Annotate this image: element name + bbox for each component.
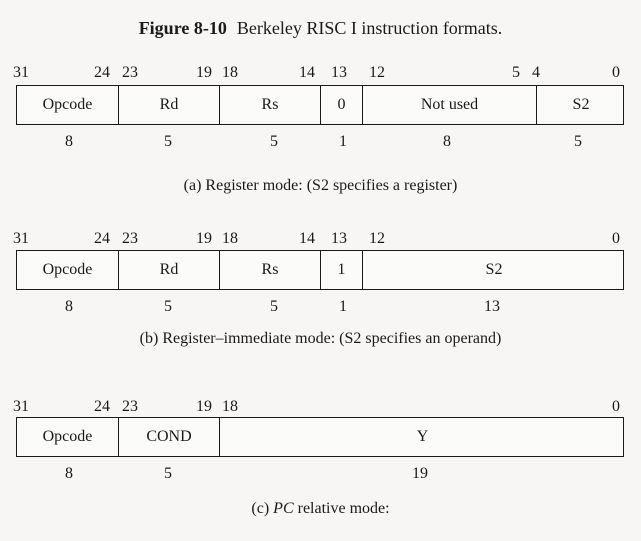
bit-label: 13: [331, 64, 347, 81]
field-width: 5: [270, 298, 278, 315]
caption-a: (a) Register mode: (S2 specifies a regis…: [183, 177, 458, 194]
field-opcode: Opcode: [42, 428, 93, 445]
bit-label: 31: [13, 64, 29, 81]
bit-label: 24: [94, 230, 110, 247]
field-s2: S2: [362, 251, 625, 289]
field-width: 8: [65, 465, 73, 482]
field-width: 5: [574, 133, 582, 150]
field-opcode: Opcode: [42, 261, 93, 278]
bit-label: 13: [331, 230, 347, 247]
field-width: 8: [443, 133, 451, 150]
bit-label: 23: [122, 64, 138, 81]
bit-label: 18: [222, 64, 238, 81]
caption-b: (b) Register–immediate mode: (S2 specifi…: [139, 330, 502, 347]
field-width: 19: [412, 465, 428, 482]
field-flag: 1: [320, 251, 362, 289]
figure-label: Figure 8-10: [138, 18, 227, 38]
bit-label: 31: [13, 230, 29, 247]
figure-title-text: Berkeley RISC I instruction formats.: [236, 18, 503, 38]
caption-c-prefix: (c): [251, 500, 274, 517]
bit-label: 0: [612, 398, 620, 415]
bit-label: 19: [196, 398, 212, 415]
field-width: 5: [270, 133, 278, 150]
field-width: 1: [339, 298, 347, 315]
field-rs: Rs: [219, 251, 320, 289]
bit-label: 19: [196, 230, 212, 247]
bit-label: 18: [222, 398, 238, 415]
caption-c-suffix: relative mode:: [293, 500, 390, 517]
bit-label: 24: [94, 64, 110, 81]
field-width: 8: [65, 133, 73, 150]
field-width: 5: [164, 298, 172, 315]
bit-label: 14: [299, 230, 315, 247]
bit-label: 14: [299, 64, 315, 81]
instruction-word-b: Opcode Rd Rs 1 S2: [16, 250, 624, 290]
field-cond: COND: [118, 418, 219, 456]
caption-c: (c) PC relative mode:: [0, 500, 641, 518]
bit-label: 0: [612, 230, 620, 247]
field-flag: 0: [320, 86, 362, 124]
instruction-word-a: Opcode Rd Rs 0 Not used S2: [16, 85, 624, 125]
caption-c-pc: PC: [273, 500, 294, 517]
field-not-used: Not used: [362, 86, 536, 124]
field-width: 1: [339, 133, 347, 150]
field-opcode: Opcode: [42, 96, 93, 113]
bit-label: 12: [369, 230, 385, 247]
field-s2: S2: [536, 86, 625, 124]
bit-label: 18: [222, 230, 238, 247]
bit-label: 5: [512, 64, 520, 81]
field-width: 5: [164, 465, 172, 482]
instruction-word-c: Opcode COND Y: [16, 417, 624, 457]
bit-label: 0: [612, 64, 620, 81]
figure-title: Figure 8-10 Berkeley RISC I instruction f…: [0, 18, 641, 39]
field-rd: Rd: [118, 86, 219, 124]
bit-label: 23: [122, 398, 138, 415]
field-width: 5: [164, 133, 172, 150]
bit-label: 24: [94, 398, 110, 415]
field-width: 13: [484, 298, 500, 315]
bit-label: 23: [122, 230, 138, 247]
field-rd: Rd: [118, 251, 219, 289]
field-width: 8: [65, 298, 73, 315]
bit-label: 4: [532, 64, 540, 81]
bit-label: 31: [13, 398, 29, 415]
bit-label: 12: [369, 64, 385, 81]
field-rs: Rs: [219, 86, 320, 124]
bit-label: 19: [196, 64, 212, 81]
field-y: Y: [219, 418, 625, 456]
